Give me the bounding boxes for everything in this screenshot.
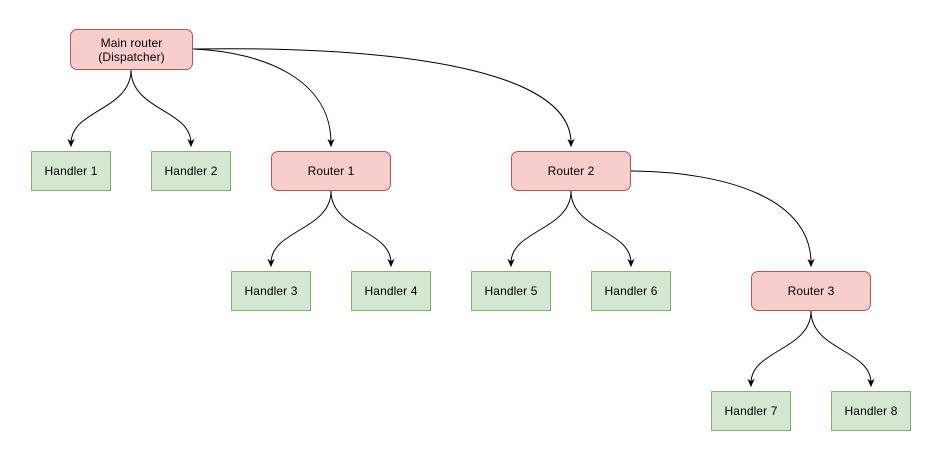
node-router-1[interactable]: Router 1 (271, 151, 391, 191)
node-label-handler-3: Handler 3 (244, 284, 298, 298)
node-label-handler-1: Handler 1 (44, 164, 98, 178)
edge-main-to-router-2 (192, 48, 575, 148)
edge-main-to-handler-1 (67, 69, 132, 148)
node-label-main-router: Main router (Dispatcher) (98, 35, 165, 64)
node-handler-5[interactable]: Handler 5 (471, 271, 551, 311)
node-handler-1[interactable]: Handler 1 (31, 151, 111, 191)
node-handler-3[interactable]: Handler 3 (231, 271, 311, 311)
node-handler-4[interactable]: Handler 4 (351, 271, 431, 311)
node-main-router[interactable]: Main router (Dispatcher) (70, 29, 193, 70)
edge-router-2-to-router-3 (630, 170, 815, 268)
edge-router-1-to-handler-3 (267, 190, 332, 268)
node-router-3[interactable]: Router 3 (751, 271, 871, 311)
node-handler-8[interactable]: Handler 8 (831, 391, 911, 431)
edge-router-3-to-handler-7 (747, 310, 812, 388)
node-handler-6[interactable]: Handler 6 (591, 271, 671, 311)
edges-group (67, 48, 875, 388)
node-label-handler-7: Handler 7 (724, 404, 778, 418)
edge-router-1-to-handler-4 (330, 190, 395, 268)
node-label-router-1: Router 1 (307, 164, 355, 178)
node-handler-2[interactable]: Handler 2 (151, 151, 231, 191)
edge-router-2-to-handler-5 (507, 190, 572, 268)
node-label-handler-8: Handler 8 (844, 404, 898, 418)
node-label-handler-6: Handler 6 (604, 284, 658, 298)
node-label-handler-5: Handler 5 (484, 284, 538, 298)
node-label-router-3: Router 3 (787, 284, 835, 298)
edge-router-2-to-handler-6 (570, 190, 635, 268)
node-router-2[interactable]: Router 2 (511, 151, 631, 191)
edge-router-3-to-handler-8 (810, 310, 875, 388)
node-handler-7[interactable]: Handler 7 (711, 391, 791, 431)
node-label-handler-4: Handler 4 (364, 284, 418, 298)
edge-main-to-router-1 (192, 48, 335, 148)
node-label-handler-2: Handler 2 (164, 164, 218, 178)
node-label-router-2: Router 2 (547, 164, 595, 178)
edge-main-to-handler-2 (130, 69, 195, 148)
